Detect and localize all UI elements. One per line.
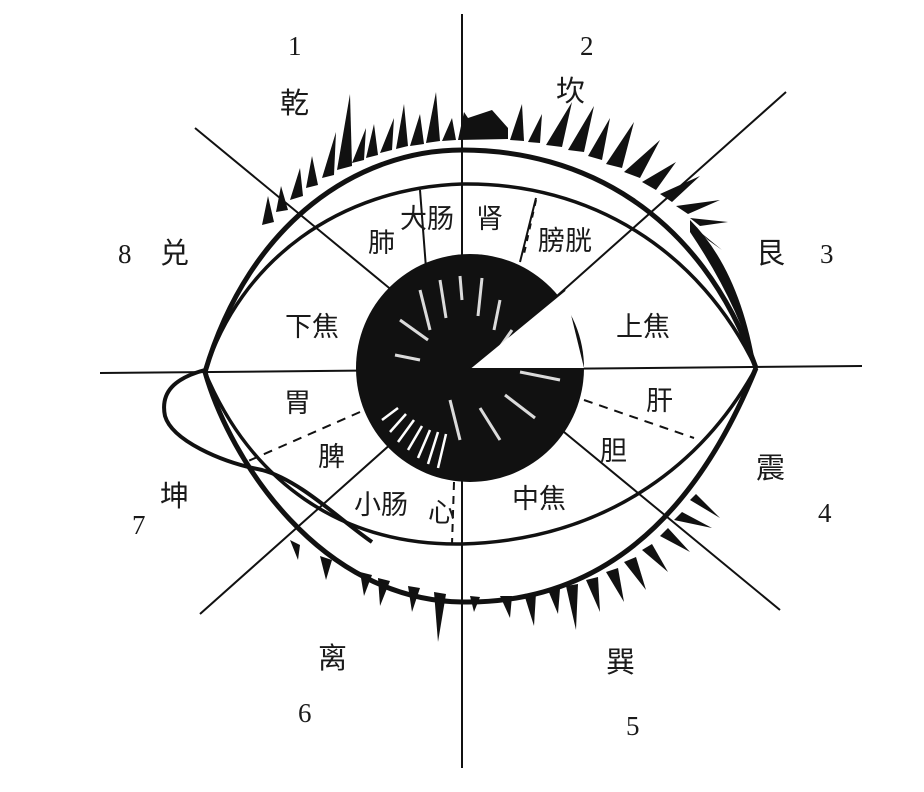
sector-1-number: 1 <box>288 31 302 61</box>
sector-3-number: 3 <box>820 239 834 269</box>
organ-small-intestine: 小肠 <box>354 490 408 521</box>
iris <box>356 254 584 482</box>
organ-gallbladder: 胆 <box>600 436 627 467</box>
organ-labels: 肺 大肠 肾 膀胱 下焦 上焦 胃 肝 脾 胆 小肠 心 中焦 <box>284 204 673 529</box>
iris-hatched-sector <box>381 407 448 469</box>
sector-6-number: 6 <box>298 698 312 728</box>
inner-eye-ring <box>203 182 758 546</box>
iris-fibers <box>394 275 561 441</box>
organ-spleen: 脾 <box>318 442 345 473</box>
trigram-labels: 1 乾 2 坎 艮 3 震 4 巽 5 离 6 坤 7 8 兑 <box>118 31 834 741</box>
sector-2-trigram: 坎 <box>556 74 585 108</box>
organ-lung: 肺 <box>368 228 395 259</box>
sector-1-trigram: 乾 <box>280 86 309 120</box>
organ-dividers <box>245 189 695 545</box>
upper-eyelid-outline <box>202 147 759 373</box>
upper-eyelashes <box>262 92 728 250</box>
organ-upper-jiao: 上焦 <box>616 312 670 343</box>
sector-3-trigram: 艮 <box>756 236 785 270</box>
sector-8-trigram: 兑 <box>160 236 189 270</box>
inner-canthus <box>162 368 374 544</box>
organ-kidney: 肾 <box>476 204 503 235</box>
organ-large-intestine: 大肠 <box>400 204 454 235</box>
organ-stomach: 胃 <box>284 388 311 419</box>
sector-2-number: 2 <box>580 31 594 61</box>
sector-8-number: 8 <box>118 239 132 269</box>
organ-bladder: 膀胱 <box>538 226 592 257</box>
sector-6-trigram: 离 <box>318 641 347 675</box>
sector-7-number: 7 <box>132 510 146 540</box>
sector-4-trigram: 震 <box>756 451 785 485</box>
sector-4-number: 4 <box>818 498 832 528</box>
organ-lower-jiao: 下焦 <box>285 312 339 343</box>
sector-5-number: 5 <box>626 711 640 741</box>
sector-5-trigram: 巽 <box>606 645 635 679</box>
outer-lid-fold <box>690 220 756 368</box>
organ-heart: 心 <box>428 498 455 529</box>
organ-middle-jiao: 中焦 <box>512 484 566 515</box>
sector-7-trigram: 坤 <box>160 479 189 513</box>
organ-liver: 肝 <box>646 386 673 417</box>
